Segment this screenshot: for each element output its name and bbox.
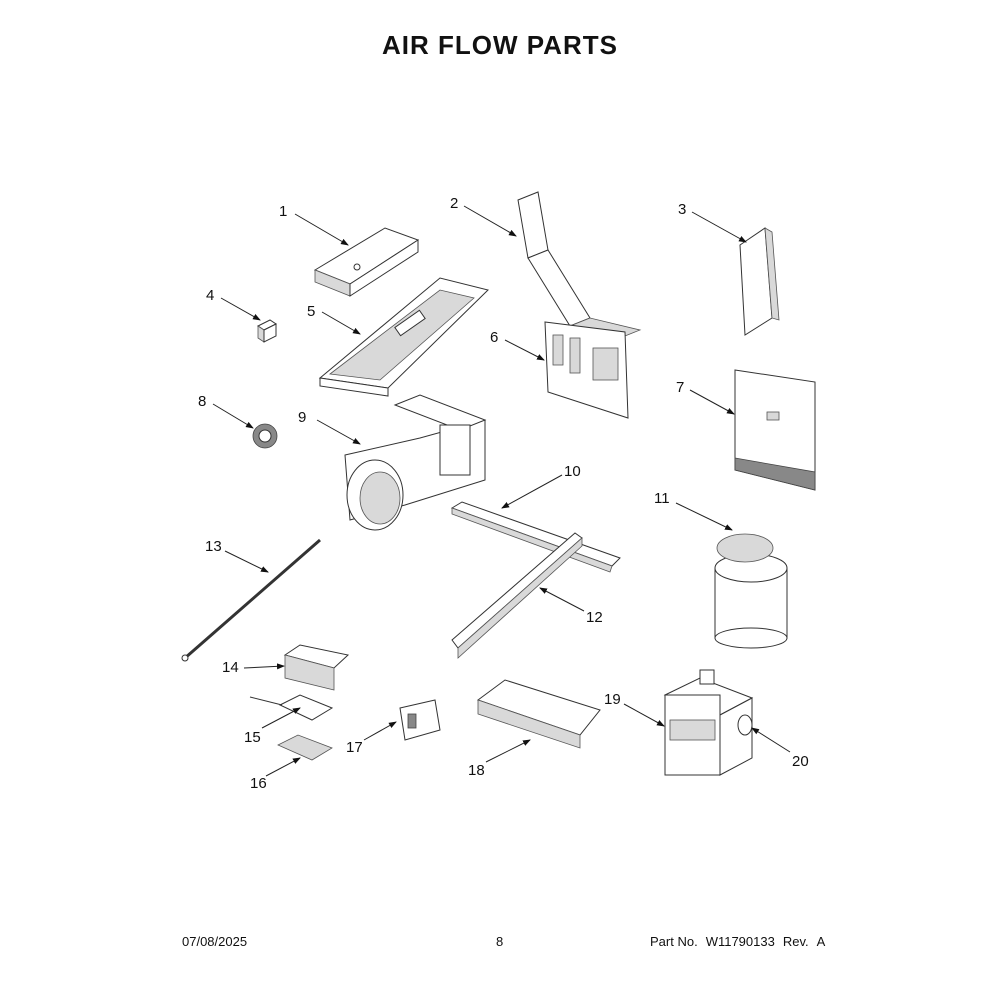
- part-4-clip[interactable]: [257, 319, 277, 343]
- callout-1: 1: [279, 203, 287, 220]
- part-18-tray[interactable]: [476, 679, 601, 749]
- part-3-side-plate[interactable]: [739, 227, 780, 336]
- callout-labels: 1 2 3 4 5 6 7 8 9 10 11 12 13 14 15 16 1…: [198, 195, 809, 792]
- part-17-latch[interactable]: [399, 699, 441, 741]
- revision-label: Rev.: [782, 934, 809, 949]
- part-19-magnetron[interactable]: [663, 669, 754, 776]
- revision-value: A: [816, 934, 826, 949]
- part-number-value: W11790133: [705, 934, 775, 949]
- part-number-label: Part No.: [650, 934, 698, 949]
- part-14-shield[interactable]: [283, 644, 350, 691]
- part-8-thermostat[interactable]: [252, 423, 278, 449]
- callout-14: 14: [222, 659, 239, 676]
- callout-15: 15: [244, 729, 261, 746]
- part-20-cap[interactable]: [737, 714, 753, 736]
- part-13-rod[interactable]: [181, 538, 321, 662]
- part-11-motor[interactable]: [714, 533, 788, 649]
- callout-7: 7: [676, 379, 684, 396]
- part-16-sheet[interactable]: [277, 734, 333, 761]
- footer-date: 07/08/2025: [182, 934, 248, 949]
- callout-9: 9: [298, 409, 306, 426]
- callout-12: 12: [586, 609, 603, 626]
- callout-20: 20: [792, 753, 809, 770]
- leader-lines: [212, 205, 791, 777]
- part-7-rear-panel[interactable]: [734, 369, 816, 491]
- callout-3: 3: [678, 201, 686, 218]
- callout-6: 6: [490, 329, 498, 346]
- callout-16: 16: [250, 775, 267, 792]
- part-15-plate[interactable]: [249, 694, 334, 721]
- callout-19: 19: [604, 691, 621, 708]
- footer-part-number: Part No. W11790133 Rev. A: [650, 934, 833, 949]
- callout-11: 11: [654, 490, 670, 507]
- part-10-rail[interactable]: [450, 501, 621, 573]
- callout-17: 17: [346, 739, 363, 756]
- callout-2: 2: [450, 195, 458, 212]
- callout-4: 4: [206, 287, 214, 304]
- part-5-duct-base[interactable]: [318, 277, 489, 397]
- footer-page-number: 8: [496, 934, 504, 949]
- part-9-blower[interactable]: [344, 394, 487, 531]
- callout-18: 18: [468, 762, 485, 779]
- callout-5: 5: [307, 303, 315, 320]
- part-2-damper[interactable]: [517, 191, 642, 339]
- callout-13: 13: [205, 538, 222, 555]
- part-1-cover[interactable]: [313, 227, 420, 297]
- callout-8: 8: [198, 393, 206, 410]
- page-title: AIR FLOW PARTS: [382, 30, 618, 60]
- part-6-bracket[interactable]: [544, 321, 629, 419]
- part-12-rail[interactable]: [451, 532, 583, 659]
- callout-10: 10: [564, 463, 581, 480]
